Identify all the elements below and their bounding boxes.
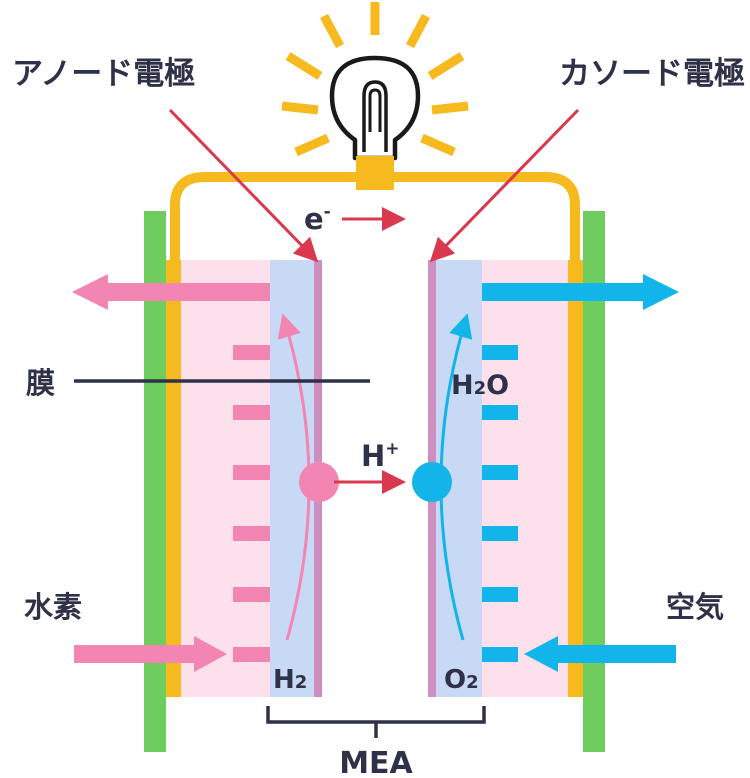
air-inlet-label: 空気 <box>666 590 724 624</box>
anode-exhaust-arrow <box>72 274 270 310</box>
cathode-exhaust-arrow <box>482 274 679 310</box>
anode-collector <box>166 260 181 697</box>
anode-electrode-label: アノード電極 <box>12 56 195 92</box>
membrane-label: 膜 <box>26 366 55 400</box>
proton-source-circle <box>299 462 339 502</box>
water-label: H2O <box>451 370 509 401</box>
cathode-separator <box>583 211 605 752</box>
cathode-pointer <box>429 108 580 263</box>
mea-label: MEA <box>339 746 413 778</box>
cathode-electrode-label: カソード電極 <box>559 56 745 92</box>
cathode-gas-channels <box>482 345 518 662</box>
anode-pointer <box>168 108 319 263</box>
circuit-wire <box>170 172 580 270</box>
air-inlet-arrow <box>524 636 676 672</box>
anode-separator <box>144 211 166 752</box>
light-bulb-icon <box>281 2 469 190</box>
proton-target-circle <box>412 462 452 502</box>
mea-bracket <box>266 706 486 738</box>
proton-label: H+ <box>361 439 400 473</box>
anode-gas-channels <box>233 345 270 662</box>
oxygen-label: O2 <box>444 665 479 695</box>
hydrogen-inlet-arrow <box>74 636 227 672</box>
hydrogen-inlet-label: 水素 <box>24 590 82 624</box>
electron-label: e- <box>304 202 331 236</box>
hydrogen-label: H2 <box>273 665 307 695</box>
cathode-collector <box>568 260 583 697</box>
